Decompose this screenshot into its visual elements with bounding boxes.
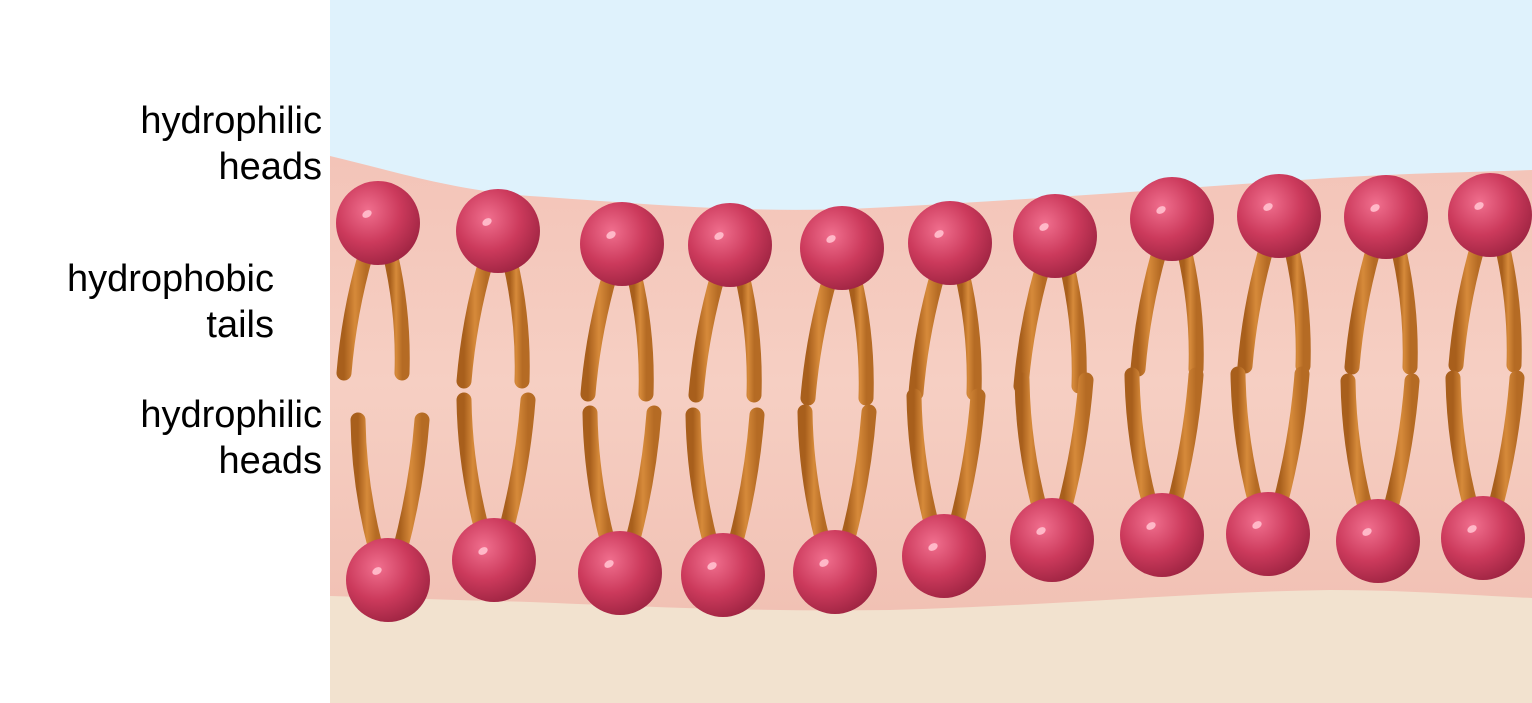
head-lower	[793, 530, 877, 614]
head-lower	[452, 518, 536, 602]
head-upper	[580, 202, 664, 286]
head-lower	[1226, 492, 1310, 576]
head-lower	[681, 533, 765, 617]
head-upper	[456, 189, 540, 273]
head-lower	[1120, 493, 1204, 577]
label-top-line2: heads	[140, 144, 322, 190]
label-bot-line1: hydrophilic	[140, 392, 322, 438]
label-hydrophobic-tails: hydrophobic tails	[67, 256, 274, 348]
head-upper	[336, 181, 420, 265]
head-upper	[800, 206, 884, 290]
head-upper	[1237, 174, 1321, 258]
head-lower	[1336, 499, 1420, 583]
head-lower	[902, 514, 986, 598]
label-mid-line1: hydrophobic	[67, 256, 274, 302]
head-upper	[688, 203, 772, 287]
head-upper	[1344, 175, 1428, 259]
label-top-line1: hydrophilic	[140, 98, 322, 144]
label-top-hydrophilic-heads: hydrophilic heads	[140, 98, 322, 190]
label-bottom-hydrophilic-heads: hydrophilic heads	[140, 392, 322, 484]
head-upper	[1130, 177, 1214, 261]
head-upper	[908, 201, 992, 285]
lipid-bilayer-illustration	[330, 0, 1532, 703]
head-lower	[578, 531, 662, 615]
head-lower	[1010, 498, 1094, 582]
label-column: hydrophilic heads hydrophobic tails hydr…	[0, 0, 330, 703]
label-mid-line2: tails	[67, 302, 274, 348]
head-upper	[1013, 194, 1097, 278]
head-upper	[1448, 173, 1532, 257]
lipid-bilayer-diagram	[330, 0, 1532, 703]
head-lower	[1441, 496, 1525, 580]
head-lower	[346, 538, 430, 622]
label-bot-line2: heads	[140, 438, 322, 484]
